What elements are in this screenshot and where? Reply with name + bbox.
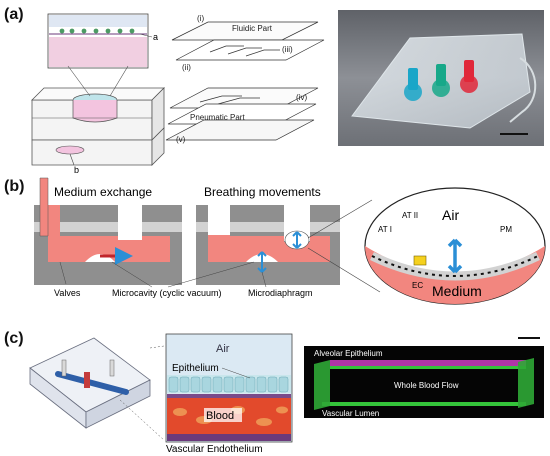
- device-body-bottom: [31, 139, 153, 166]
- medium-exchange-diagram: Valves: [34, 177, 182, 298]
- label-valves: Valves: [54, 288, 81, 298]
- confocal-right-wall: [518, 358, 534, 408]
- cross-label-epithelium: Epithelium: [172, 363, 219, 374]
- medium-channel-right: [208, 235, 330, 262]
- callout-b-line: [69, 153, 75, 166]
- cross-label-blood: Blood: [206, 410, 234, 422]
- marker-iv: (iv): [296, 93, 307, 102]
- zoom-label-air: Air: [442, 207, 459, 223]
- microdiaphragm-arrow: [257, 251, 267, 273]
- pneumatic-channels: [199, 95, 260, 105]
- confocal-lower-green: [322, 402, 526, 406]
- valves-pointer: [59, 261, 67, 285]
- panel-label-c: (c): [4, 330, 24, 347]
- panel-label-a: (a): [4, 6, 24, 23]
- at2-cell: [413, 255, 427, 266]
- device-sketch: a b: [31, 13, 165, 175]
- zoom-top-cells: [59, 28, 135, 34]
- marker-v: (v): [176, 135, 186, 144]
- cross-section: Air Epithelium Blood Vascular Endotheliu…: [165, 333, 293, 455]
- zoom-label-pm: PM: [500, 225, 512, 234]
- zoom-line-c-top: [149, 345, 165, 349]
- zoom-line-right: [109, 65, 129, 97]
- reservoir-cyan-base: [404, 83, 422, 101]
- confocal-left-wall: [314, 360, 330, 410]
- confocal-upper-green: [330, 366, 526, 369]
- device-well: [72, 100, 118, 123]
- fluidic-channels: [209, 45, 280, 57]
- zoom-line-c-bottom: [119, 399, 165, 441]
- device-lower-cavity: [55, 145, 85, 155]
- label-breathing-movements: Breathing movements: [204, 185, 321, 199]
- label-microdiaphragm: Microdiaphragm: [248, 288, 313, 298]
- medium-channel-left: [48, 205, 170, 262]
- exploded-label-pneumatic: Pneumatic Part: [190, 113, 245, 122]
- zoom-line-b-top: [307, 199, 373, 239]
- channel-c: [55, 371, 129, 395]
- marker-i: (i): [197, 14, 204, 23]
- pipette: [39, 177, 49, 237]
- panel-c: Air Epithelium Blood Vascular Endotheliu…: [29, 333, 544, 455]
- exploded-label-fluidic: Fluidic Part: [232, 24, 273, 33]
- endothelium-layer: [167, 434, 291, 441]
- tube: [509, 57, 537, 123]
- confocal-epithelium-band: [330, 360, 526, 366]
- layer-base: [165, 119, 315, 141]
- dye-reservoirs: [404, 60, 478, 101]
- callout-a-line: [139, 33, 153, 38]
- callout-a: a: [153, 32, 158, 42]
- device-3d: [29, 337, 165, 441]
- membrane-zoom: Air Medium AT I AT II PM EC: [364, 187, 546, 305]
- panel-a: a b: [31, 10, 544, 175]
- epithelium-pointer: [221, 367, 251, 379]
- chip-light-band-left: [34, 222, 182, 232]
- membrane-c: [167, 394, 291, 398]
- inlet-right: [208, 205, 230, 235]
- device-side-bottom: [151, 127, 165, 166]
- reservoir-red-base: [460, 75, 478, 93]
- label-medium-exchange: Medium exchange: [54, 185, 152, 199]
- layer-fluidic: [175, 39, 325, 61]
- microdiaphragm-pointer: [261, 271, 267, 288]
- microcavity-pointer-right: [167, 261, 255, 288]
- epithelial-cells: [168, 376, 289, 393]
- diaphragm-arrow-top: [292, 231, 302, 249]
- port-1: [109, 359, 115, 377]
- port-2: [61, 359, 67, 377]
- zoom-label-ec: EC: [412, 281, 423, 290]
- port-red: [84, 372, 90, 388]
- callout-b: b: [74, 165, 79, 175]
- microcavity-pointer-left: [111, 261, 153, 288]
- chip-light-band-right: [196, 222, 340, 232]
- outlet-left: [118, 205, 142, 245]
- cross-label-air: Air: [216, 343, 230, 355]
- zoom-line-b-bottom: [307, 247, 381, 293]
- zoom-membrane: [371, 255, 539, 277]
- zoom-top-medium: [49, 37, 147, 67]
- confocal-label-vascular-lumen: Vascular Lumen: [322, 409, 379, 418]
- confocal-label-whole-blood-flow: Whole Blood Flow: [394, 381, 459, 390]
- confocal-label-alveolar-epithelium: Alveolar Epithelium: [314, 349, 383, 358]
- chip-photo: [338, 10, 544, 146]
- confocal-image: Alveolar Epithelium Whole Blood Flow Vas…: [304, 337, 544, 418]
- zoom-label-at2: AT II: [402, 211, 418, 220]
- breathing-diagram: Microcavity (cyclic vacuum) Microdiaphra…: [59, 205, 340, 298]
- zoom-stretch-arrow: [447, 238, 463, 274]
- panel-label-b: (b): [4, 178, 25, 195]
- zoom-label-at1: AT I: [378, 225, 392, 234]
- exploded-view: [165, 21, 325, 141]
- panel-b: Medium exchange Breathing movements Valv…: [34, 177, 546, 305]
- blood-label-bg: [204, 408, 242, 422]
- label-microcavity: Microcavity (cyclic vacuum): [112, 288, 222, 298]
- marker-ii: (ii): [182, 63, 191, 72]
- reservoir-green-base: [432, 79, 450, 97]
- zoom-label-medium: Medium: [432, 283, 482, 299]
- zoom-top-air: [49, 15, 147, 27]
- marker-iii: (iii): [282, 45, 293, 54]
- cross-label-vascular-endothelium: Vascular Endothelium: [166, 444, 263, 455]
- zoom-line-left: [67, 65, 91, 97]
